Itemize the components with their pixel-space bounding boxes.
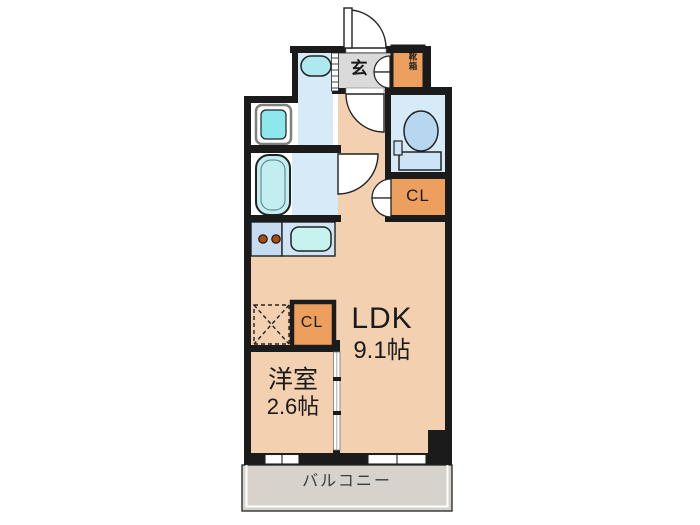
kitchen-counter — [250, 221, 336, 257]
balcony-label: バルコニー — [302, 473, 392, 490]
bedroom-size-label: 2.6帖 — [266, 394, 320, 419]
shoe-box-label: 靴箱 — [408, 52, 418, 71]
shoebox-double-door-icon — [373, 55, 391, 89]
ldk-size-label: 9.1帖 — [353, 337, 411, 364]
refrigerator-space-icon — [253, 304, 290, 345]
closet-double-door-icon — [371, 178, 392, 218]
hall-closet-label: CL — [406, 186, 430, 205]
bedroom-closet-box — [289, 299, 337, 350]
front-door-icon — [343, 7, 387, 49]
hall-door-icon — [345, 93, 385, 133]
bedroom-window-icon — [264, 453, 300, 465]
bedroom-label: 洋室 — [267, 366, 318, 394]
hall-closet-box — [391, 179, 445, 215]
bath-door-icon — [337, 153, 379, 195]
entrance-step-icon — [331, 52, 339, 92]
ldk-floor-upper — [335, 222, 445, 256]
sliding-door-icon — [333, 351, 341, 451]
stove-burners-icon — [258, 234, 281, 244]
kitchen-sink-icon — [290, 226, 332, 252]
ldk-window-icon — [367, 453, 427, 465]
balcony-area — [241, 464, 453, 512]
washing-machine-icon — [254, 103, 293, 146]
ldk-label: LDK — [351, 302, 413, 335]
corner-pillar — [428, 430, 452, 458]
hall-door-opening — [345, 87, 385, 95]
bath-floor-right — [292, 152, 341, 218]
bathtub-icon — [255, 154, 291, 216]
wash-basin-icon — [300, 55, 332, 77]
ldk-bedroom-floor — [251, 256, 445, 453]
entrance-label: 玄 — [350, 59, 368, 78]
toilet-icon — [393, 110, 442, 171]
bedroom-closet-label: CL — [300, 314, 324, 331]
